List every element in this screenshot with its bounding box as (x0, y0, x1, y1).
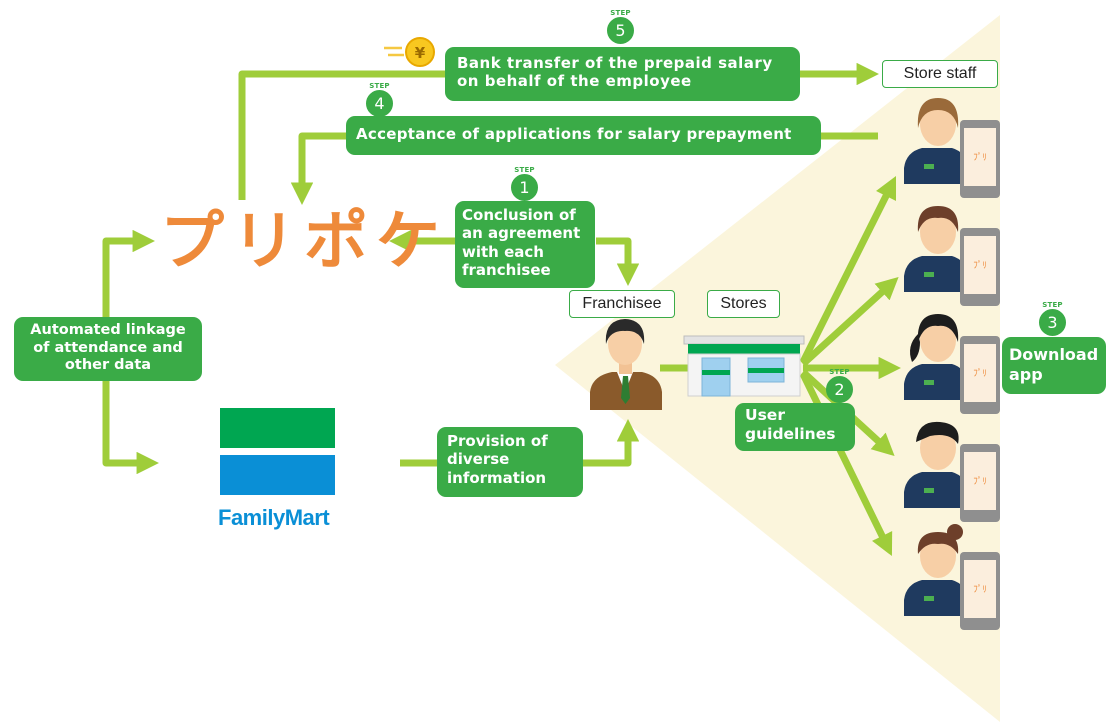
step2-box: User guidelines (735, 403, 855, 451)
smartphone-app-icon: ﾌﾟﾘ (960, 552, 1000, 630)
step1-box: Conclusion of an agreement with each fra… (455, 201, 595, 288)
familymart-logo (220, 408, 335, 495)
svg-text:ﾌﾟﾘ: ﾌﾟﾘ (973, 260, 987, 271)
arrow-staff-2 (800, 276, 899, 367)
arrow-staff-1 (799, 175, 897, 364)
arrow-linkage-up (102, 229, 155, 330)
svg-text:ﾌﾟﾘ: ﾌﾟﾘ (973, 476, 987, 487)
arrow-linkage-down (102, 370, 159, 475)
staff-column: ﾌﾟﾘ ﾌﾟﾘ ﾌﾟﾘ (904, 98, 1000, 630)
step5-box: Bank transfer of the prepaid salary on b… (445, 47, 800, 101)
staff-person-icon (904, 524, 968, 616)
svg-text:ﾌﾟﾘ: ﾌﾟﾘ (973, 368, 987, 379)
step4-box: Acceptance of applications for salary pr… (346, 116, 821, 155)
stores-label: Stores (707, 290, 780, 318)
pripoke-logo: プリポケ (160, 205, 448, 279)
step3-box: Download app (1002, 337, 1106, 394)
svg-text:¥: ¥ (415, 44, 426, 62)
staff-person-icon (904, 314, 968, 400)
store-staff-label: Store staff (882, 60, 998, 88)
yen-coin-icon: ¥ (384, 37, 435, 67)
provision-box: Provision of diverse information (437, 427, 583, 497)
staff-person-icon (904, 421, 968, 508)
businessman-icon (590, 319, 662, 410)
smartphone-app-icon: ﾌﾟﾘ (960, 228, 1000, 306)
staff-person-icon (904, 98, 968, 184)
staff-person-icon (904, 206, 968, 292)
automated-linkage-box: Automated linkage of attendance and othe… (14, 317, 202, 381)
familymart-wordmark: FamilyMart (218, 505, 330, 530)
smartphone-app-icon: ﾌﾟﾘ (960, 336, 1000, 414)
smartphone-app-icon: ﾌﾟﾘ (960, 120, 1000, 198)
svg-text:ﾌﾟﾘ: ﾌﾟﾘ (973, 584, 987, 595)
franchisee-label: Franchisee (569, 290, 675, 318)
arrow-step1-to-franchisee (596, 237, 640, 286)
smartphone-app-icon: ﾌﾟﾘ (960, 444, 1000, 522)
svg-text:ﾌﾟﾘ: ﾌﾟﾘ (973, 152, 987, 163)
convenience-store-icon (683, 335, 805, 397)
